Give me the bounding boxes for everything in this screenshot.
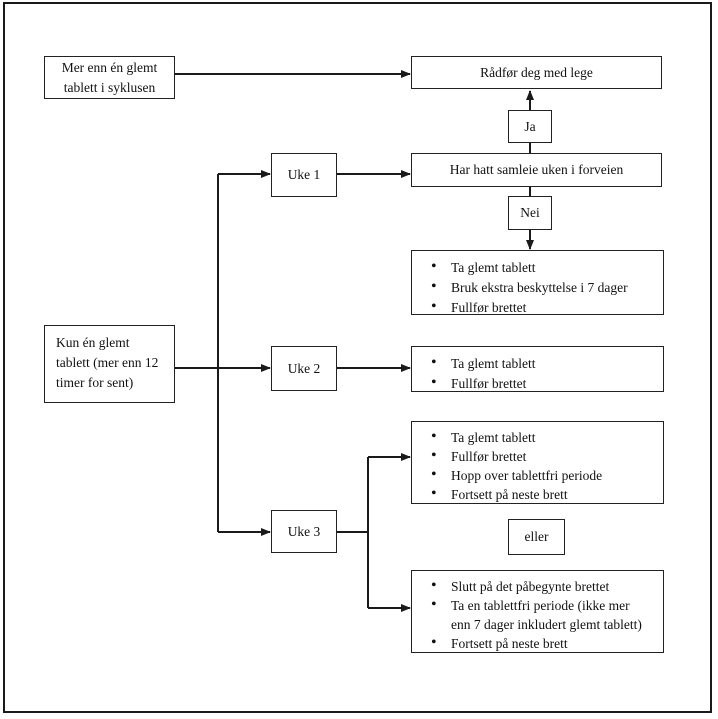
bullet-item: Ta glemt tablett (412, 257, 659, 278)
node-week1: Uke 1 (271, 153, 337, 197)
bullet-item: Slutt på det påbegynte brettet (412, 576, 659, 596)
node-consult-doctor: Rådfør deg med lege (411, 56, 662, 89)
bullet-item: Hopp over tablettfri periode (412, 465, 659, 485)
week2-actions-list: Ta glemt tablettFullfør brettet (412, 347, 663, 394)
node-more-than-one-missed: Mer enn én glemt tablett i syklusen (44, 56, 175, 99)
bullet-item: Bruk ekstra beskyttelse i 7 dager (412, 277, 659, 298)
node-week3-option2-actions: Slutt på det påbegynte brettetTa en tabl… (411, 570, 664, 653)
node-week2: Uke 2 (271, 346, 337, 391)
node-week3: Uke 3 (271, 510, 337, 553)
node-week1-actions: Ta glemt tablettBruk ekstra beskyttelse … (411, 250, 664, 318)
week3-option1-list: Ta glemt tablettFullfør brettetHopp over… (412, 422, 663, 504)
node-yes: Ja (508, 110, 552, 143)
bullet-item: Fullfør brettet (412, 373, 659, 394)
node-only-one-missed: Kun én glemt tablett (mer enn 12 timer f… (44, 325, 175, 403)
bullet-item: Fortsett på neste brett (412, 633, 659, 653)
bullet-item: Ta en tablettfri periode (ikke mer enn 7… (412, 595, 659, 634)
node-intercourse-previous-week: Har hatt samleie uken i forveien (411, 153, 662, 187)
node-no: Nei (508, 196, 552, 230)
bullet-item: Fullfør brettet (412, 297, 659, 318)
bullet-item: Fullfør brettet (412, 446, 659, 466)
week1-actions-list: Ta glemt tablettBruk ekstra beskyttelse … (412, 251, 663, 318)
bullet-item: Ta glemt tablett (412, 427, 659, 447)
node-week2-actions: Ta glemt tablettFullfør brettet (411, 346, 664, 394)
node-or: eller (508, 519, 565, 555)
week3-option2-list: Slutt på det påbegynte brettetTa en tabl… (412, 571, 663, 653)
page-border (3, 2, 712, 713)
bullet-item: Fortsett på neste brett (412, 484, 659, 504)
bullet-item: Ta glemt tablett (412, 353, 659, 374)
node-week3-option1-actions: Ta glemt tablettFullfør brettetHopp over… (411, 421, 664, 504)
